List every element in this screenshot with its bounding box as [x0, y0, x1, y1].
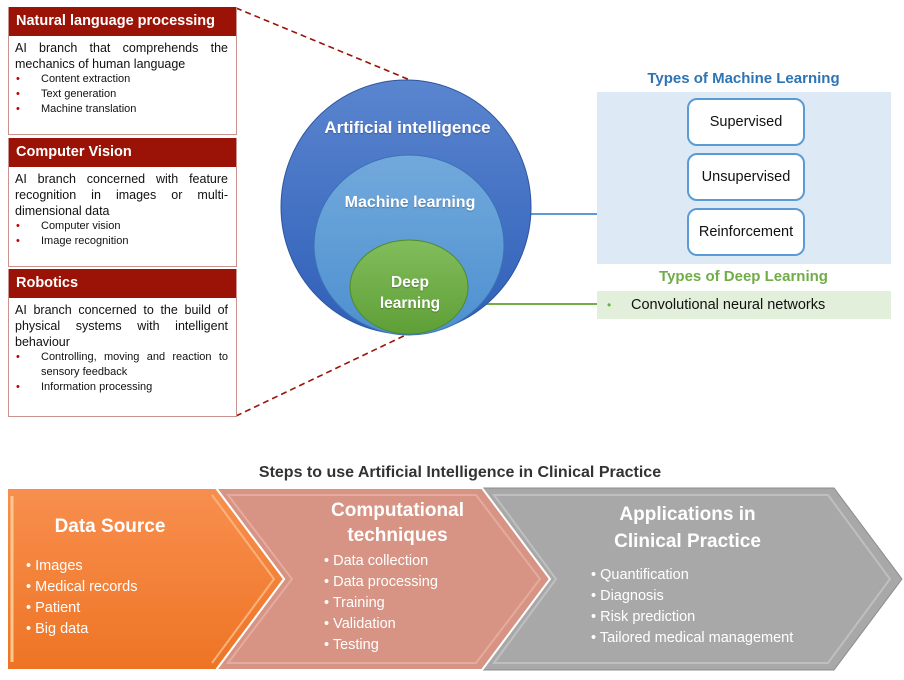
- list-item: Data collection: [324, 551, 438, 572]
- card-description: AI branch that comprehends the mechanics…: [15, 41, 228, 71]
- zoom-dashed-line-top: [235, 7, 411, 81]
- list-item: •Computer vision: [16, 220, 121, 232]
- steps-title: Steps to use Artificial Intelligence in …: [258, 464, 662, 481]
- bullet-icon: •: [16, 381, 20, 393]
- ml-type-unsupervised: Unsupervised: [687, 153, 805, 201]
- list-item: •Information processing: [16, 381, 153, 393]
- card-title: Robotics: [9, 269, 236, 298]
- list-item: Medical records: [26, 577, 137, 598]
- card-nlp: Natural language processing AI branch th…: [8, 7, 237, 135]
- bullet-icon: •: [16, 235, 20, 247]
- bullet-icon: •: [16, 88, 20, 100]
- step3-list: Quantification Diagnosis Risk prediction…: [591, 565, 793, 649]
- list-item: •Text generation: [16, 88, 117, 100]
- list-item: Images: [26, 556, 137, 577]
- step3-inner-bevel: [492, 494, 892, 664]
- bullet-icon: •: [16, 220, 20, 232]
- ml-type-supervised: Supervised: [687, 98, 805, 146]
- dl-label-line1: Deep: [391, 274, 429, 291]
- list-item: •Content extraction: [16, 73, 131, 85]
- zoom-dashed-line-bottom: [235, 332, 411, 417]
- list-item: Diagnosis: [591, 586, 793, 607]
- list-item: Data processing: [324, 572, 438, 593]
- step2-title-line1: Computational: [331, 500, 464, 521]
- step2-list: Data collection Data processing Training…: [324, 551, 438, 656]
- ml-type-reinforcement: Reinforcement: [687, 208, 805, 256]
- card-title: Natural language processing: [9, 7, 236, 36]
- dl-label-line2: learning: [379, 295, 441, 312]
- bullet-icon: •: [16, 351, 20, 363]
- step3-title: Applications in Clinical Practice: [580, 501, 795, 555]
- list-item: Tailored medical management: [591, 628, 793, 649]
- step1-title: Data Source: [54, 516, 166, 537]
- step1-edge-highlight: [211, 494, 276, 664]
- step2-inner-bevel: [225, 494, 542, 664]
- step2-title: Computational techniques: [300, 498, 495, 548]
- card-description: AI branch concerned to the build of phys…: [15, 303, 228, 349]
- bullet-icon: •: [607, 298, 612, 312]
- card-title: Computer Vision: [9, 138, 236, 167]
- list-item: •Controlling, moving and reaction to sen…: [16, 351, 228, 378]
- card-description: AI branch concerned with feature recogni…: [15, 172, 228, 218]
- list-item: Training: [324, 593, 438, 614]
- step2-title-line2: techniques: [347, 525, 448, 546]
- bullet-icon: •: [16, 103, 20, 115]
- list-item: •Image recognition: [16, 235, 129, 247]
- step3-title-line2: Clinical Practice: [614, 531, 761, 552]
- card-computer-vision: Computer Vision AI branch concerned with…: [8, 138, 237, 267]
- bullet-icon: •: [16, 73, 20, 85]
- dl-types-panel: • Convolutional neural networks: [597, 291, 891, 319]
- dl-type-cnn: Convolutional neural networks: [631, 297, 826, 313]
- card-robotics: Robotics AI branch concerned to the buil…: [8, 269, 237, 417]
- list-item: Big data: [26, 619, 137, 640]
- step1-list: Images Medical records Patient Big data: [26, 556, 137, 640]
- list-item: Validation: [324, 614, 438, 635]
- ml-circle-label: Machine learning: [344, 194, 476, 211]
- ml-types-title: Types of Machine Learning: [647, 70, 840, 87]
- list-item: Patient: [26, 598, 137, 619]
- list-item: Testing: [324, 635, 438, 656]
- dl-circle-label: Deep learning: [355, 272, 465, 314]
- dl-types-title: Types of Deep Learning: [659, 268, 828, 285]
- list-item: Quantification: [591, 565, 793, 586]
- ai-circle-label: Artificial intelligence: [324, 118, 491, 137]
- list-item: •Machine translation: [16, 103, 137, 115]
- step3-title-line1: Applications in: [619, 504, 756, 525]
- list-item: Risk prediction: [591, 607, 793, 628]
- ml-types-panel: Supervised Unsupervised Reinforcement: [597, 92, 891, 264]
